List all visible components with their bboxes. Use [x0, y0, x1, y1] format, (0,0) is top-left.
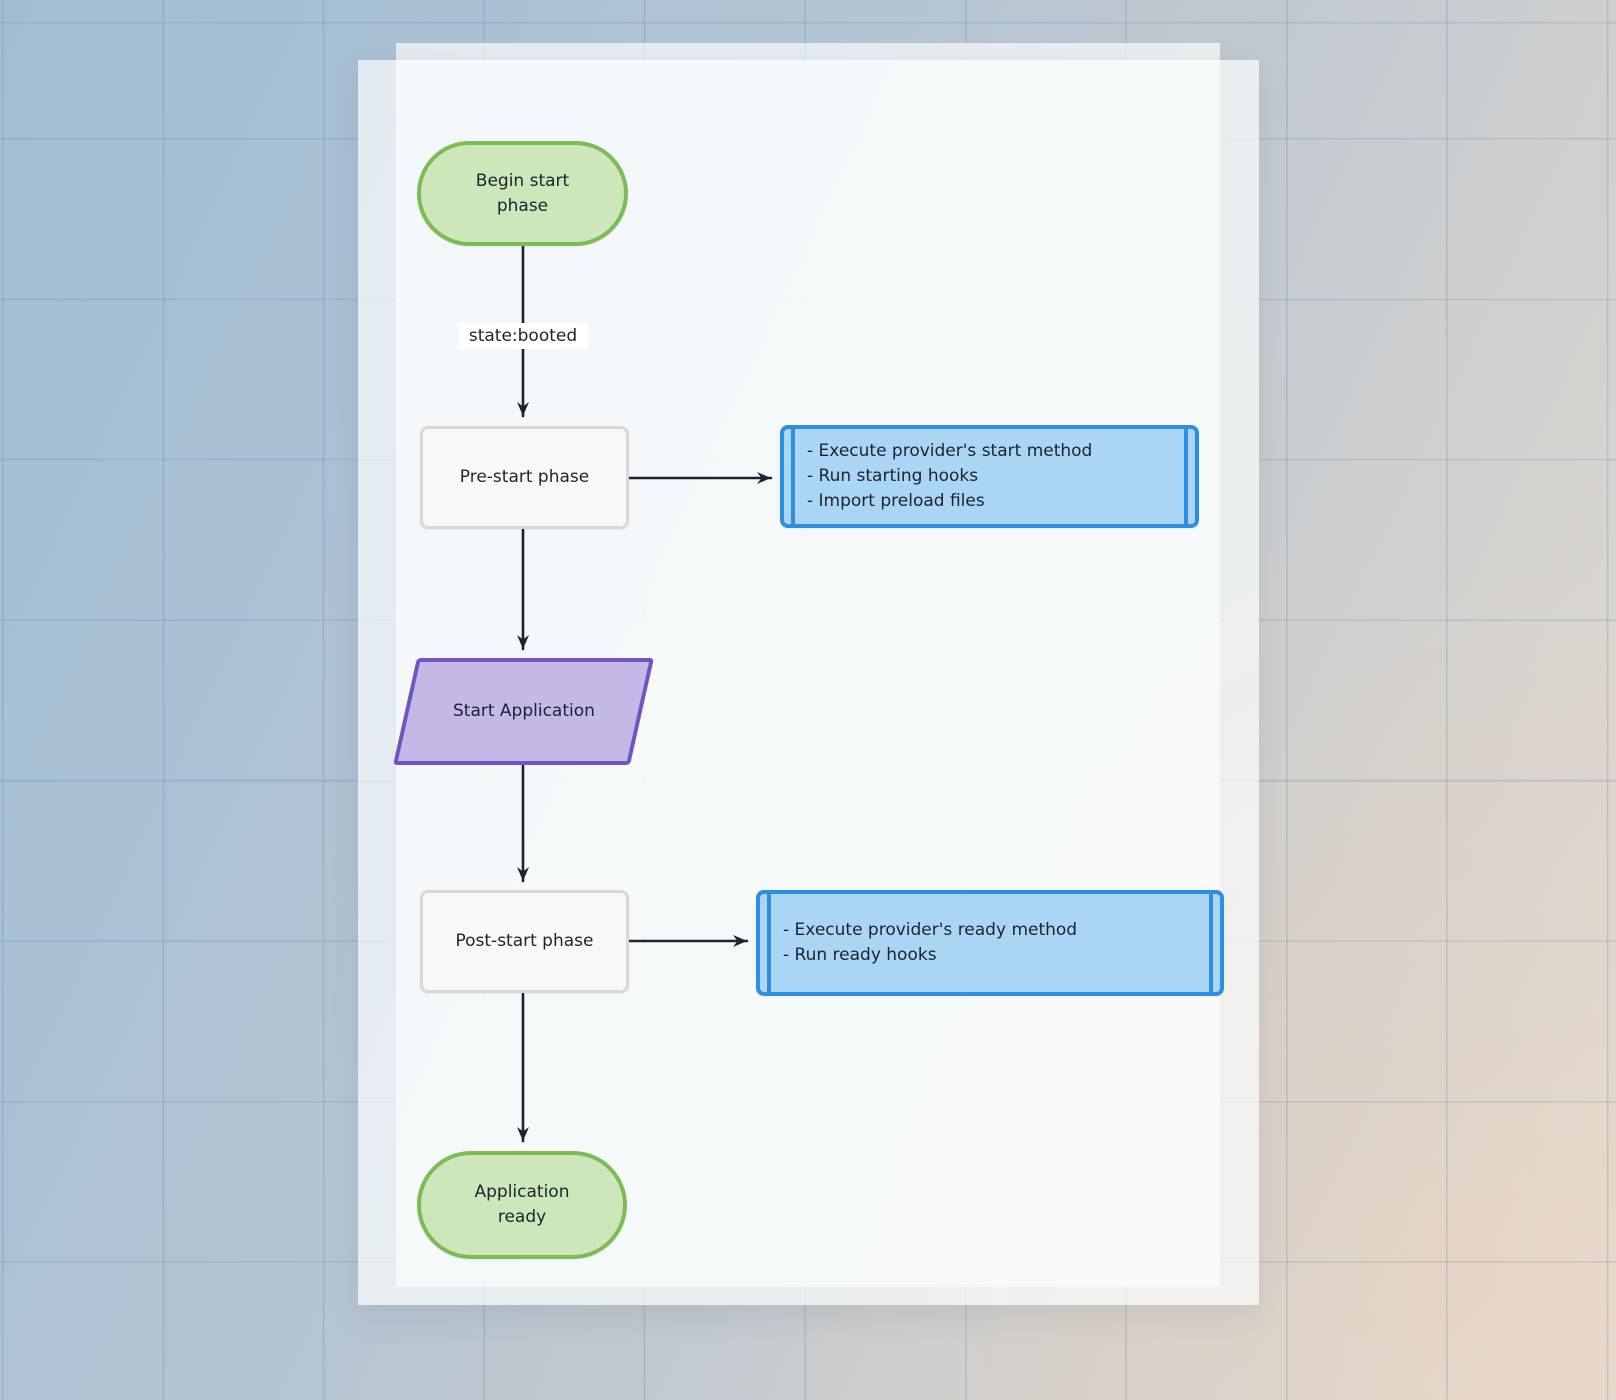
task-line: - Execute provider's start method [807, 441, 1093, 461]
task-line: - Execute provider's ready method [783, 920, 1078, 940]
node-application-ready: Application ready [417, 1151, 627, 1259]
subroutine-stripe-icon [767, 894, 771, 992]
node-post-start-phase-label: Post-start phase [455, 931, 594, 951]
node-start-application-label: Start Application [452, 701, 595, 721]
task-line: - Run starting hooks [807, 466, 979, 486]
task-line: - Run ready hooks [783, 945, 937, 965]
node-start-tasks: - Execute provider's start method - Run … [780, 425, 1199, 528]
node-begin-start-phase-label: Begin start phase [475, 170, 570, 216]
node-pre-start-phase-label: Pre-start phase [459, 467, 590, 487]
node-pre-start-phase: Pre-start phase [420, 426, 629, 529]
node-application-ready-label: Application ready [474, 1182, 570, 1227]
node-begin-start-phase: Begin start phase [417, 141, 628, 246]
node-ready-tasks-lines: - Execute provider's ready method - Run … [760, 918, 1095, 968]
subroutine-stripe-icon [1209, 894, 1213, 992]
node-ready-tasks: - Execute provider's ready method - Run … [756, 890, 1224, 996]
node-start-tasks-lines: - Execute provider's start method - Run … [784, 439, 1110, 514]
edge-label-state-booted: state:booted [457, 323, 589, 349]
node-start-application: Start Application [393, 658, 654, 765]
subroutine-stripe-icon [1184, 429, 1188, 524]
task-line: - Import preload files [807, 491, 985, 511]
node-post-start-phase: Post-start phase [420, 890, 629, 993]
subroutine-stripe-icon [791, 429, 795, 524]
